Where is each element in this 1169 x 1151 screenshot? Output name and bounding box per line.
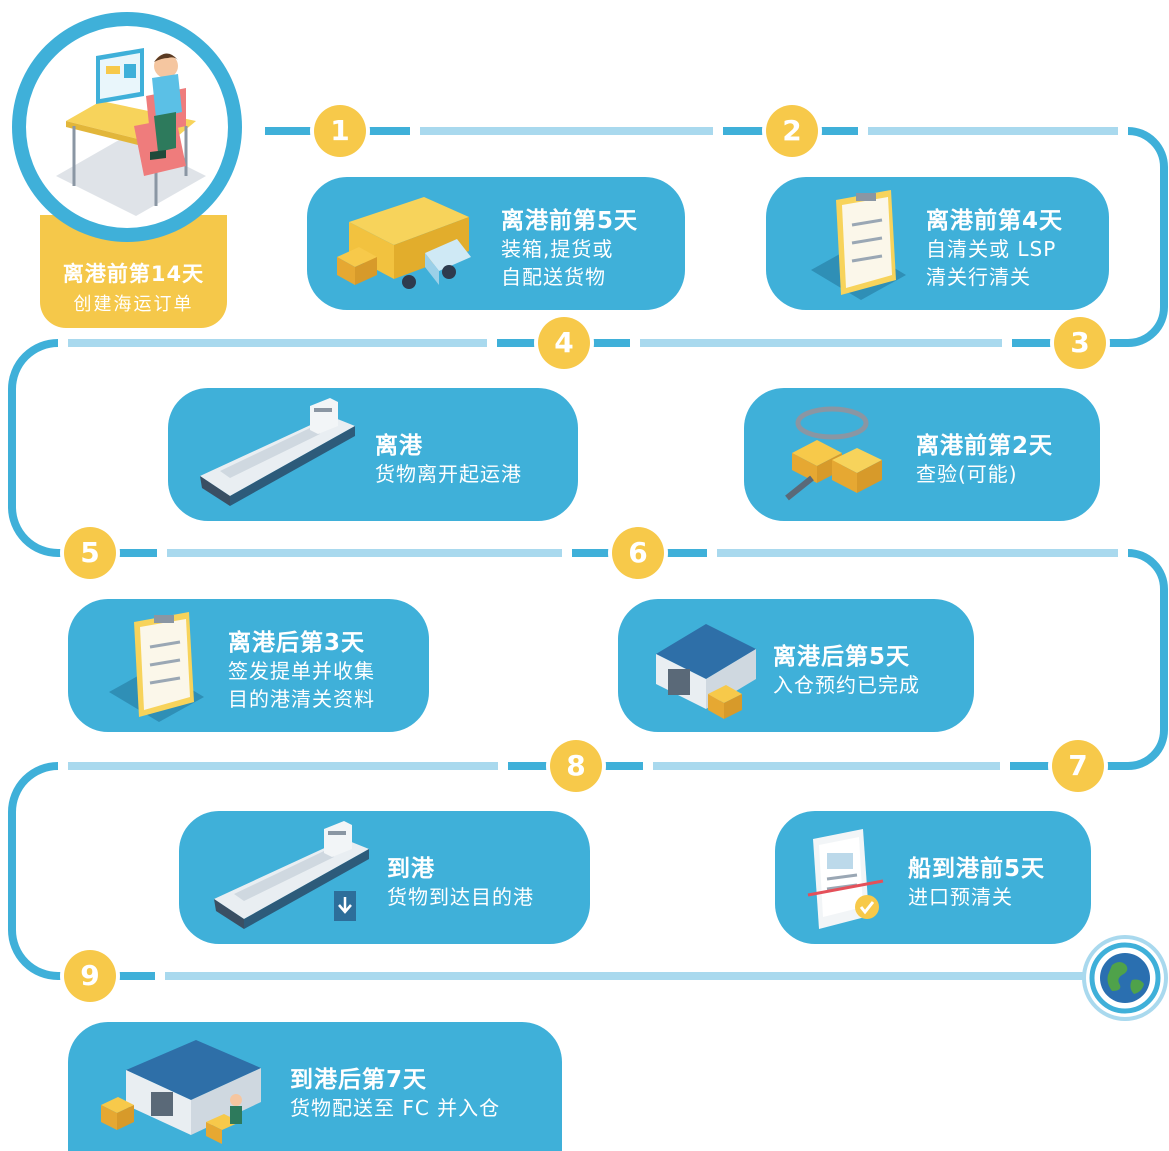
step-description: 货物到达目的港 [387,885,534,909]
warehouse-icon [656,624,756,719]
step-badge-4: 4 [538,317,590,369]
step-card-4: 离港 货物离开起运港 [168,388,578,521]
clipboard-checklist-icon [109,612,204,722]
step-badge-6: 6 [612,527,664,579]
step-badge-8: 8 [550,740,602,792]
step-card-9: 到港后第7天 货物配送至 FC 并入仓 [68,1022,562,1151]
step-description: 入仓预约已完成 [773,673,920,697]
inspection-magnifier-icon [785,406,882,501]
step-badge-7: 7 [1052,740,1104,792]
step-description: 进口预清关 [908,885,1013,909]
step-title: 离港后第3天 [228,630,366,656]
step-card-3: 离港前第2天 查验(可能) [744,388,1100,521]
step-badge-5: 5 [64,527,116,579]
cargo-ship-icon [200,398,355,506]
step-title: 到港 [387,856,435,882]
fulfillment-center-icon [101,1040,261,1144]
step-title: 离港前第5天 [501,208,639,234]
step-card-1: 离港前第5天 装箱,提货或 自配送货物 [307,177,685,310]
cargo-ship-arrival-icon [214,821,369,929]
step-description: 货物离开起运港 [375,462,522,486]
step-description: 查验(可能) [916,462,1018,486]
start-illustration-frame [12,12,242,242]
truck-icon [337,197,471,289]
step-title: 离港 [375,433,423,459]
step-card-7: 船到港前5天 进口预清关 [775,811,1091,944]
step-title: 离港前第2天 [916,433,1054,459]
step-title: 离港前第4天 [926,208,1064,234]
step-description: 自清关或 LSP 清关行清关 [926,237,1057,289]
clipboard-checklist-icon [811,190,906,300]
step-card-5: 离港后第3天 签发提单并收集 目的港清关资料 [68,599,429,732]
step-card-8: 到港 货物到达目的港 [179,811,590,944]
globe-icon [1082,935,1168,1021]
step-badge-1: 1 [314,105,366,157]
step-title: 到港后第7天 [290,1067,428,1093]
step-badge-2: 2 [766,105,818,157]
desk-worker-illustration [56,48,206,216]
start-title: 离港前第14天 [62,262,205,286]
start-subtitle: 创建海运订单 [73,294,194,315]
step-description: 装箱,提货或 自配送货物 [501,237,614,289]
step-card-2: 离港前第4天 自清关或 LSP 清关行清关 [766,177,1109,310]
step-title: 船到港前5天 [908,856,1046,882]
step-badge-3: 3 [1054,317,1106,369]
document-scan-icon [807,829,884,929]
step-description: 签发提单并收集 目的港清关资料 [228,659,375,711]
step-badge-9: 9 [64,950,116,1002]
step-description: 货物配送至 FC 并入仓 [290,1096,501,1120]
step-card-6: 离港后第5天 入仓预约已完成 [618,599,974,732]
step-title: 离港后第5天 [773,644,911,670]
